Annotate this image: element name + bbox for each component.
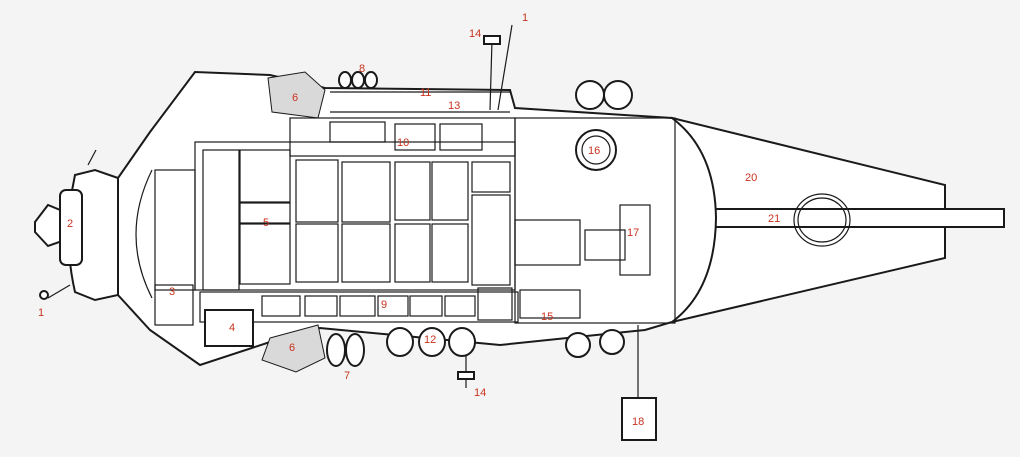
label-12: 12 — [424, 334, 436, 346]
label-3: 3 — [169, 286, 175, 298]
label-15: 15 — [541, 311, 553, 323]
label-20: 20 — [745, 172, 757, 184]
sphere-1 — [575, 80, 605, 110]
label-8: 8 — [359, 63, 365, 75]
label-14-bottom: 14 — [474, 387, 486, 399]
label-16: 16 — [588, 145, 600, 157]
forward-console — [154, 169, 196, 291]
top-tanks — [338, 71, 378, 89]
upper-mast-head — [483, 35, 501, 45]
nose-antenna-2 — [47, 284, 71, 299]
lower-deck — [199, 291, 519, 323]
lower-probe-head — [457, 371, 475, 380]
shaft-ring — [793, 193, 851, 247]
nose-antenna-1 — [87, 149, 97, 166]
aft-panel-b — [519, 289, 581, 319]
label-14-top: 14 — [469, 28, 481, 40]
sphere-4 — [599, 329, 625, 355]
main-hull — [110, 70, 718, 367]
docking-collar — [59, 189, 83, 266]
aft-panel-c — [584, 229, 626, 261]
forward-cabin-arc — [135, 169, 153, 299]
shaft-ring-inner — [797, 197, 847, 243]
upper-antenna — [497, 24, 513, 111]
label-10: 10 — [397, 137, 409, 149]
box-4 — [204, 309, 254, 347]
lower-deck-cells — [261, 287, 513, 321]
label-17: 17 — [627, 227, 639, 239]
label-11: 11 — [420, 87, 431, 99]
central-shaft — [711, 208, 1005, 228]
bottom-tanks-12 — [386, 327, 476, 357]
upper-rack-bay-2 — [394, 123, 436, 151]
label-2: 2 — [67, 218, 73, 230]
lower-panel — [261, 324, 326, 373]
label-18: 18 — [632, 416, 644, 428]
antenna-tip — [39, 290, 49, 300]
label-21: 21 — [768, 213, 780, 225]
label-6-top: 6 — [292, 92, 298, 104]
aft-panel-a — [514, 219, 581, 266]
upper-mast — [489, 39, 493, 111]
label-9: 9 — [381, 299, 387, 311]
label-7: 7 — [344, 370, 350, 382]
upper-rack-bay-3 — [439, 123, 483, 151]
sphere-2 — [603, 80, 633, 110]
compartment-cells — [202, 149, 511, 291]
aft-unit-17 — [619, 204, 651, 276]
label-1-left: 1 — [38, 307, 44, 319]
upper-panel — [267, 71, 326, 119]
hatch-16-inner — [581, 135, 611, 165]
label-6-bottom: 6 — [289, 342, 295, 354]
label-5: 5 — [263, 217, 269, 229]
label-13: 13 — [448, 100, 460, 112]
label-4: 4 — [229, 322, 235, 334]
unit-18 — [621, 397, 657, 441]
label-1-top: 1 — [522, 12, 528, 24]
sphere-3 — [565, 332, 591, 358]
bottom-tanks-7 — [326, 333, 365, 367]
box-3 — [154, 284, 194, 326]
upper-rack-bay-1 — [329, 121, 386, 143]
